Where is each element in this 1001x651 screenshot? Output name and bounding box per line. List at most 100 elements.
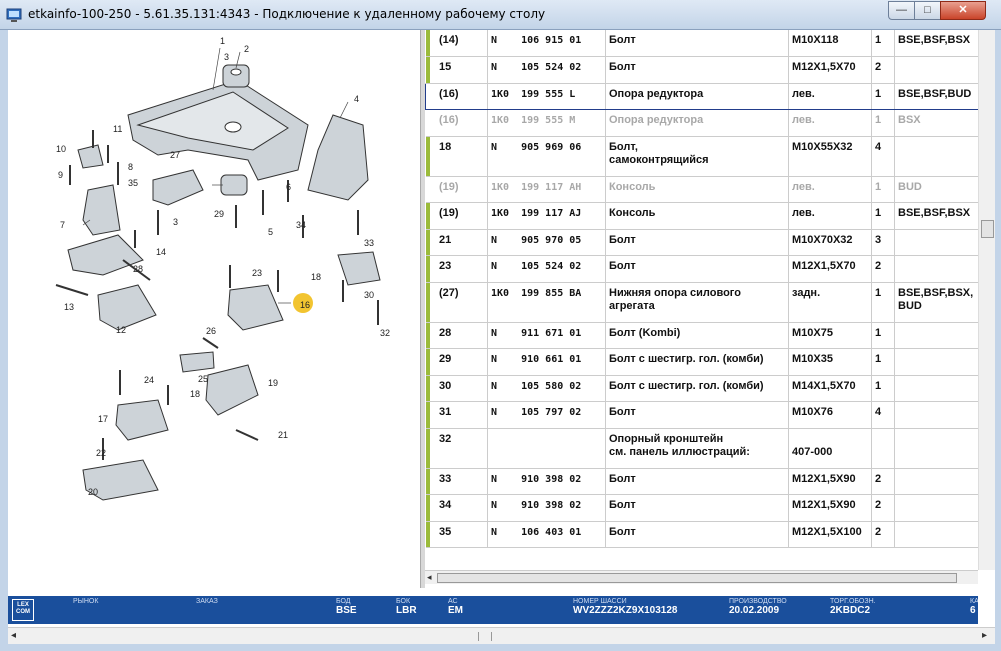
part-number-cell [487, 428, 606, 469]
callout-label[interactable]: 33 [364, 238, 374, 248]
callout-label[interactable]: 14 [156, 247, 166, 257]
callout-label[interactable]: 6 [286, 182, 291, 192]
highlighted-callout-16[interactable] [293, 293, 313, 313]
row-status-marker [425, 255, 431, 283]
spec-cell: лев. [788, 82, 872, 110]
scroll-grip-icon[interactable] [478, 632, 492, 641]
model-cell [894, 56, 978, 84]
window-titlebar[interactable]: etkainfo-100-250 - 5.61.35.131:4343 - По… [0, 0, 1001, 30]
callout-label[interactable]: 29 [214, 209, 224, 219]
part-number-cell: N 105 524 02 [487, 255, 606, 283]
model-cell [894, 229, 978, 256]
callout-label[interactable]: 25 [198, 374, 208, 384]
spec-cell: M14X1,5X70 [788, 375, 872, 402]
callout-label[interactable]: 4 [354, 94, 359, 104]
part-name-cell: Болт [605, 468, 789, 495]
part-number-cell: N 911 671 01 [487, 322, 606, 349]
row-status-marker [425, 375, 431, 402]
callout-label[interactable]: 5 [268, 227, 273, 237]
callout-label[interactable]: 17 [98, 414, 108, 424]
callout-label[interactable]: 7 [60, 220, 65, 230]
window-horizontal-scrollbar[interactable]: ◂ ▸ [8, 627, 995, 644]
model-cell: BSE,BSF,BSX [894, 30, 978, 57]
callout-label[interactable]: 32 [380, 328, 390, 338]
part-name-cell: Консоль [605, 176, 789, 203]
spec-cell: M12X1,5X90 [788, 468, 872, 495]
callout-label[interactable]: 11 [113, 124, 122, 134]
part-name-cell: Болт (Kombi) [605, 322, 789, 349]
minimize-button[interactable]: — [888, 1, 915, 20]
callout-label[interactable]: 35 [128, 178, 138, 188]
callout-label[interactable]: 20 [88, 487, 98, 497]
spec-cell: M12X1,5X70 [788, 255, 872, 283]
callout-label[interactable]: 12 [116, 325, 126, 335]
vertical-scroll-thumb[interactable] [981, 220, 994, 238]
scroll-left-arrow-icon[interactable]: ◂ [11, 630, 17, 641]
callout-label[interactable]: 10 [56, 144, 66, 154]
vehicle-info-label: ТОРГ.ОБОЗН. [830, 598, 876, 605]
pane-splitter[interactable] [420, 30, 425, 588]
callout-label[interactable]: 26 [206, 326, 216, 336]
vehicle-info-value: EM [448, 605, 463, 616]
table-vertical-scrollbar[interactable] [978, 30, 995, 570]
position-cell: 35 [430, 521, 488, 548]
callout-label[interactable]: 21 [278, 430, 288, 440]
callout-label[interactable]: 22 [96, 448, 106, 458]
callout-label[interactable]: 24 [144, 375, 154, 385]
callout-label[interactable]: 3 [173, 217, 178, 227]
vehicle-info-value: 6 [970, 605, 976, 616]
model-cell [894, 375, 978, 402]
part-number-cell: 1K0 199 117 AJ [487, 202, 606, 230]
callout-label[interactable]: 30 [364, 290, 374, 300]
callout-label[interactable]: 19 [268, 378, 278, 388]
horizontal-scroll-thumb[interactable] [437, 573, 957, 583]
row-status-marker [425, 348, 431, 376]
part-name-cell: Болт [605, 494, 789, 522]
callout-label[interactable]: 34 [296, 220, 306, 230]
callout-label[interactable]: 13 [64, 302, 74, 312]
model-cell [894, 255, 978, 283]
callout-label[interactable]: 2 [244, 44, 249, 54]
callout-label[interactable]: 9 [58, 170, 63, 180]
part-name-cell: Опора редуктора [605, 82, 789, 110]
remote-desktop-icon [6, 8, 22, 22]
callout-label[interactable]: 16 [300, 300, 310, 310]
callout-label[interactable]: 27 [170, 150, 180, 160]
part-number-cell: N 106 915 01 [487, 30, 606, 57]
callout-label[interactable]: 18 [190, 389, 200, 399]
scroll-right-arrow-icon[interactable]: ▸ [982, 630, 988, 641]
callout-label[interactable]: 23 [252, 268, 262, 278]
callout-label[interactable]: 18 [311, 272, 321, 282]
maximize-button[interactable]: □ [914, 1, 941, 20]
quantity-cell: 2 [871, 494, 895, 522]
table-horizontal-scrollbar[interactable]: ◂ [425, 570, 978, 584]
spec-cell: M12X1,5X90 [788, 494, 872, 522]
callout-label[interactable]: 8 [128, 162, 133, 172]
callout-label[interactable]: 28 [133, 264, 143, 274]
scroll-left-arrow-icon[interactable]: ◂ [427, 572, 432, 582]
callout-label[interactable]: 3 [224, 52, 229, 62]
close-button[interactable]: ✕ [940, 1, 986, 20]
callout-label[interactable]: 1 [220, 36, 225, 46]
